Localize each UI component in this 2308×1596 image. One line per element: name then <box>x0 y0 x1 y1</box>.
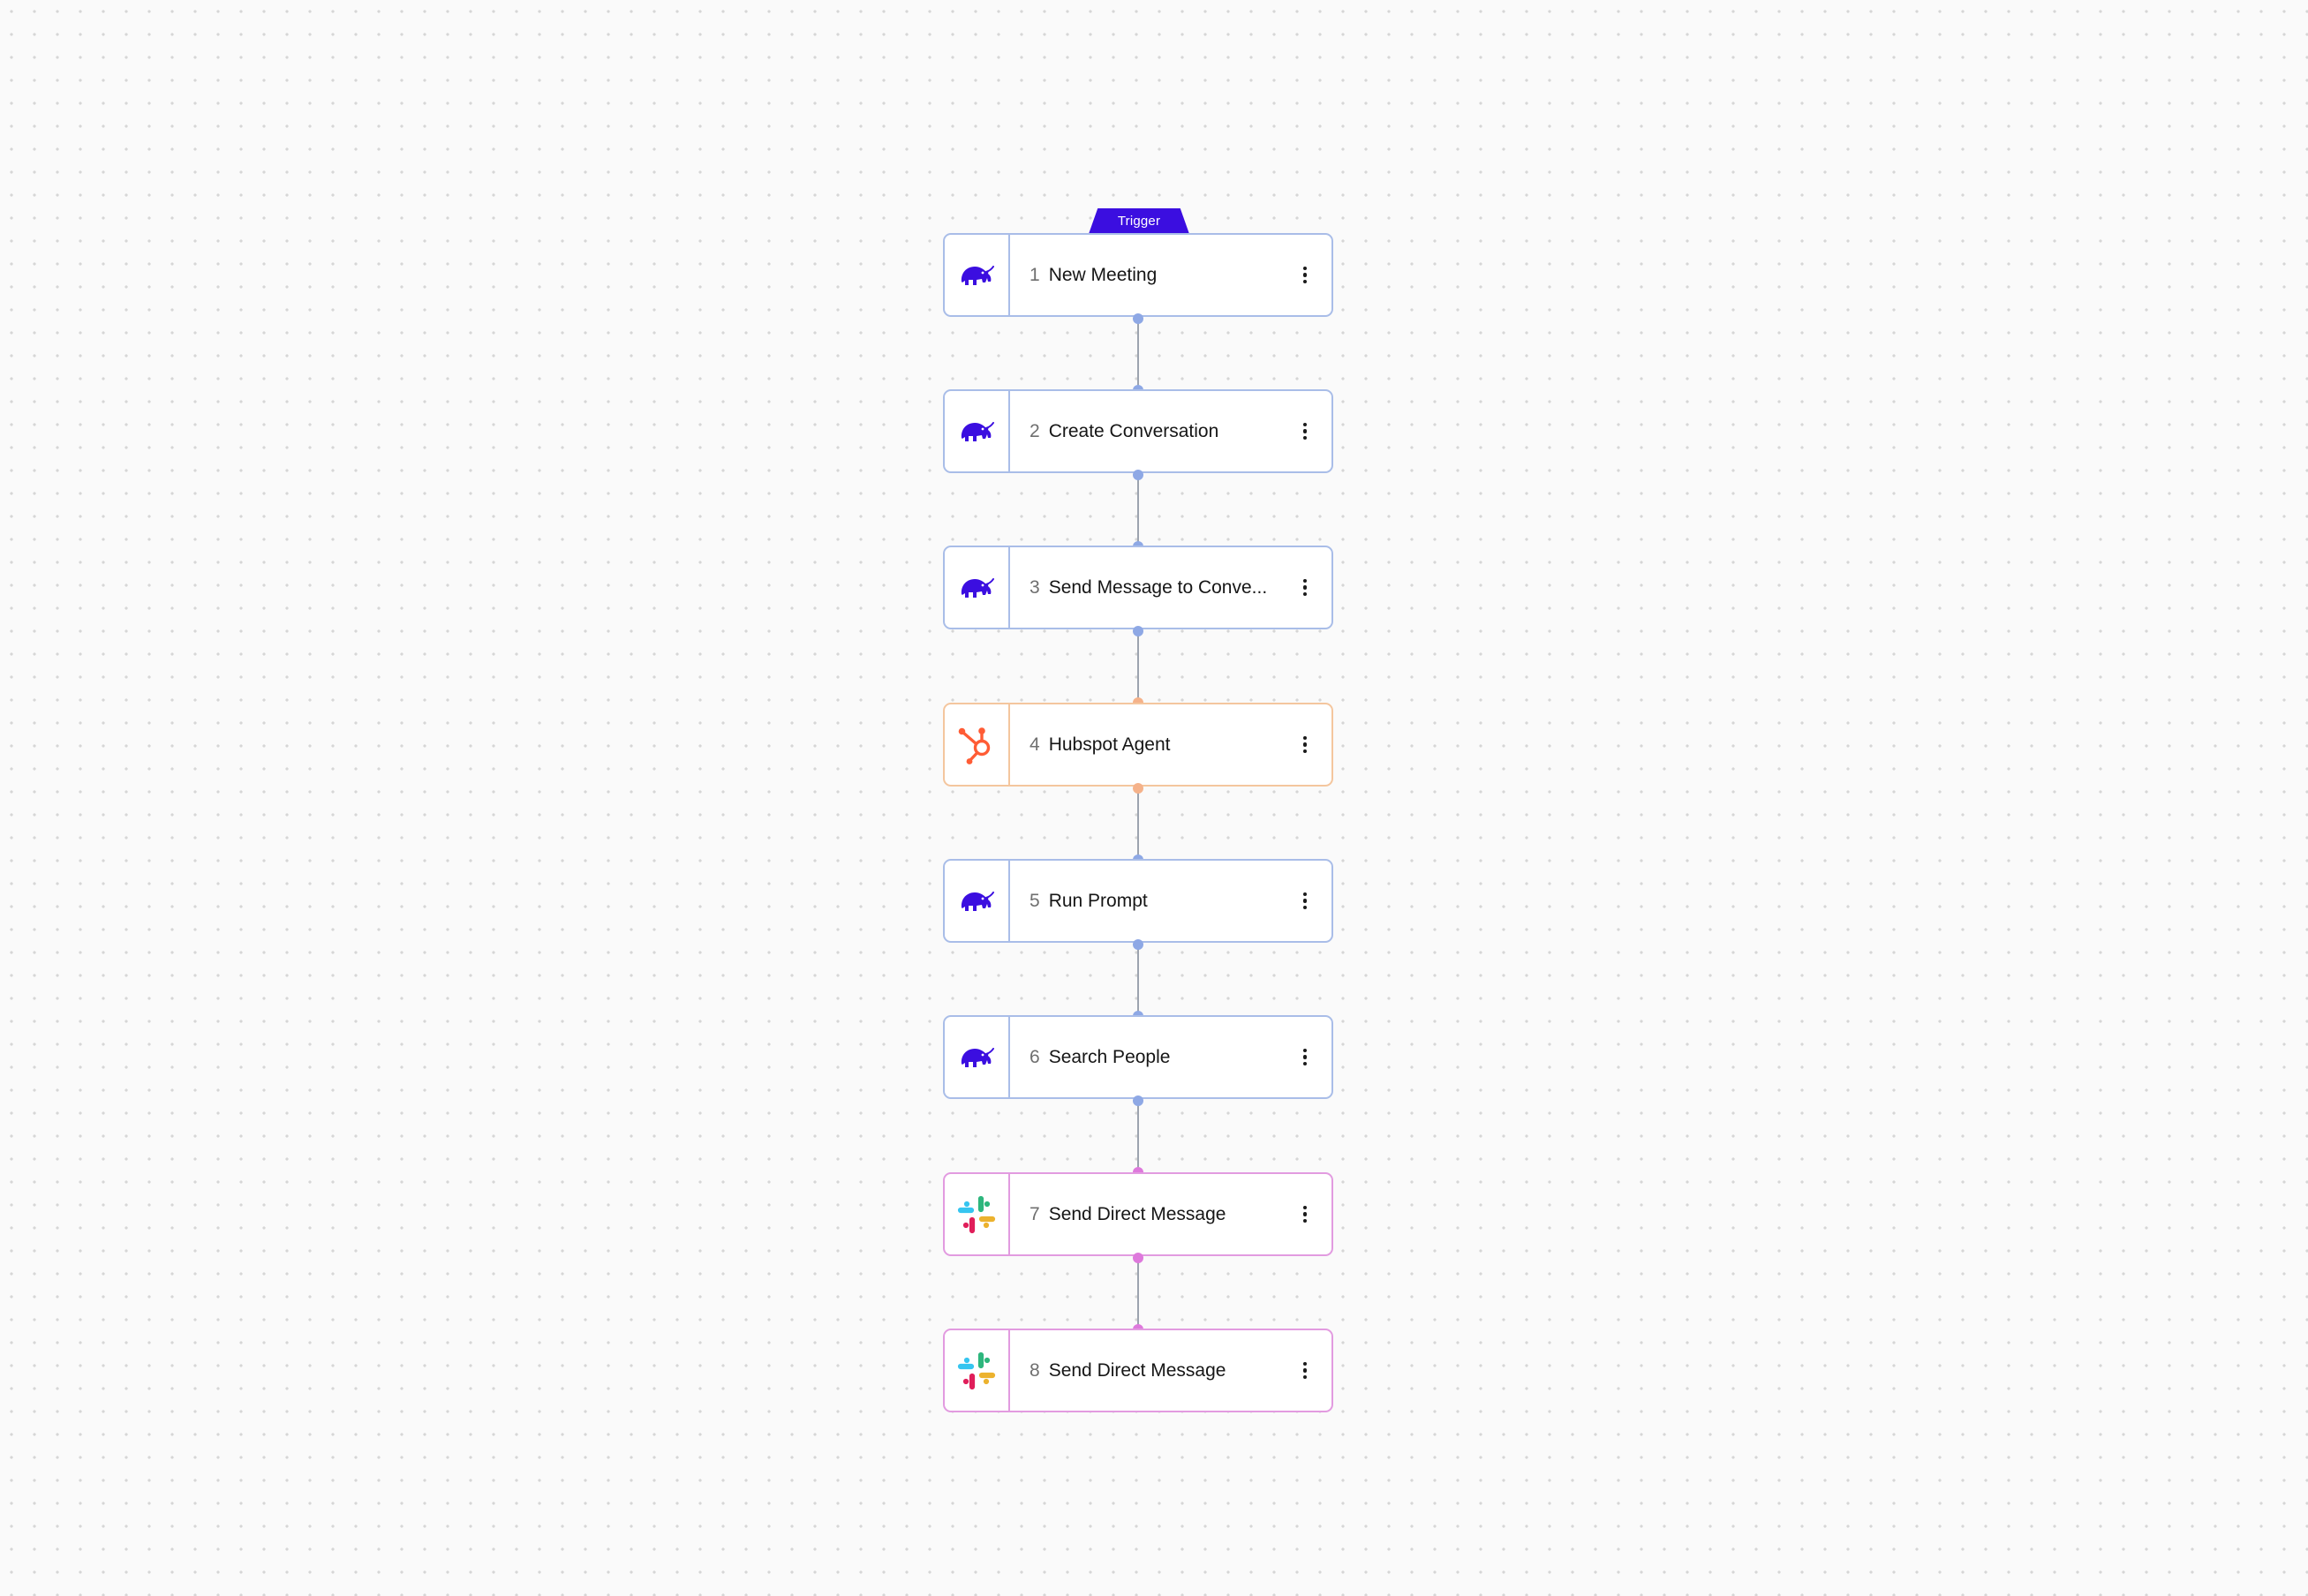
elephant-icon <box>961 1047 994 1067</box>
step-app-icon-cell <box>945 1017 1010 1097</box>
step-title: Search People <box>1048 1046 1171 1067</box>
slack-icon <box>957 1351 996 1389</box>
step-title: Create Conversation <box>1048 420 1219 441</box>
workflow-step-3[interactable]: 3 Send Message to Conve... <box>943 546 1333 629</box>
connector-line <box>1137 319 1139 389</box>
more-options-button[interactable] <box>1291 887 1319 915</box>
connector-line <box>1137 631 1139 703</box>
workflow-step-7[interactable]: 7 Send Direct Message <box>943 1172 1333 1256</box>
step-title: Send Direct Message <box>1048 1203 1226 1224</box>
step-title: Run Prompt <box>1048 890 1148 911</box>
step-number: 7 <box>1030 1203 1040 1224</box>
more-options-button[interactable] <box>1291 731 1319 759</box>
connector-line <box>1137 945 1139 1015</box>
step-number: 1 <box>1030 264 1040 285</box>
slack-icon <box>957 1195 996 1233</box>
step-number: 5 <box>1030 890 1040 911</box>
more-options-button[interactable] <box>1291 1357 1319 1385</box>
connector-line <box>1137 1101 1139 1172</box>
elephant-icon <box>961 421 994 441</box>
output-port[interactable] <box>1133 939 1143 950</box>
step-number: 4 <box>1030 734 1040 755</box>
workflow-step-4[interactable]: 4 Hubspot Agent <box>943 703 1333 787</box>
output-port[interactable] <box>1133 1095 1143 1106</box>
step-number: 6 <box>1030 1046 1040 1067</box>
more-options-button[interactable] <box>1291 574 1319 602</box>
workflow-step-1[interactable]: 1 New Meeting <box>943 233 1333 317</box>
step-title: Hubspot Agent <box>1048 734 1171 755</box>
more-options-button[interactable] <box>1291 418 1319 446</box>
step-app-icon-cell <box>945 704 1010 785</box>
step-number: 2 <box>1030 420 1040 441</box>
step-title: Send Direct Message <box>1048 1359 1226 1381</box>
elephant-icon <box>961 577 994 598</box>
workflow-step-5[interactable]: 5 Run Prompt <box>943 859 1333 943</box>
step-app-icon-cell <box>945 1330 1010 1411</box>
step-app-icon-cell <box>945 1174 1010 1254</box>
step-number: 3 <box>1030 576 1040 598</box>
step-app-icon-cell <box>945 391 1010 471</box>
elephant-icon <box>961 265 994 285</box>
workflow-step-2[interactable]: 2 Create Conversation <box>943 389 1333 473</box>
more-options-button[interactable] <box>1291 1043 1319 1072</box>
more-options-button[interactable] <box>1291 261 1319 290</box>
trigger-badge: Trigger <box>1089 208 1189 234</box>
step-app-icon-cell <box>945 235 1010 315</box>
workflow-step-6[interactable]: 6 Search People <box>943 1015 1333 1099</box>
step-number: 8 <box>1030 1359 1040 1381</box>
connector-line <box>1137 1258 1139 1329</box>
connector-line <box>1137 788 1139 859</box>
step-title: Send Message to Conve... <box>1048 576 1268 598</box>
output-port[interactable] <box>1133 470 1143 480</box>
more-options-button[interactable] <box>1291 1201 1319 1229</box>
output-port[interactable] <box>1133 783 1143 794</box>
output-port[interactable] <box>1133 1253 1143 1263</box>
output-port[interactable] <box>1133 313 1143 324</box>
workflow-step-8[interactable]: 8 Send Direct Message <box>943 1329 1333 1412</box>
elephant-icon <box>961 891 994 911</box>
hubspot-icon <box>958 726 991 764</box>
output-port[interactable] <box>1133 626 1143 636</box>
connector-line <box>1137 475 1139 546</box>
step-app-icon-cell <box>945 861 1010 941</box>
step-title: New Meeting <box>1048 264 1158 285</box>
step-app-icon-cell <box>945 547 1010 628</box>
